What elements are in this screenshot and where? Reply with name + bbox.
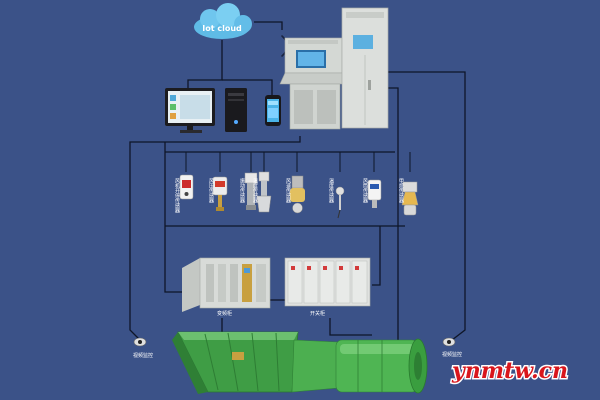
cloud-phone-line [222,79,273,95]
sensor-drop-lines [185,152,411,172]
sensor-label: 温度传感器 [328,177,334,204]
sensor-row [179,171,419,219]
switch-down-line [329,318,372,336]
switch-cabinet-icon[interactable]: 开关柜 [284,257,371,317]
desktop-computer-icon[interactable] [165,88,247,133]
camera-right[interactable]: 视频监控 [442,337,462,358]
camera-icon [442,337,456,347]
vibration-sensor-icon [244,172,258,210]
sensor-labels: 风机开停传感器 风压传感器 振动传感器 温度传感器 风速传感器 温度传感器 风筒传感器 甲烷传… [174,177,404,214]
smartphone-icon[interactable] [265,95,281,126]
cloud-label: Iot cloud [202,24,242,33]
sensor-label: 温度传感器 [252,177,258,204]
temperature-sensor-icon [256,171,272,213]
watermark-text: ynmtw.cn [451,358,568,384]
methane-sensor-icon [401,181,419,216]
sensor-label: 风速传感器 [285,178,291,204]
temperature-probe-icon [335,186,345,219]
duct-sensor-icon [367,179,382,208]
connection-lines [129,21,466,341]
control-console-icon[interactable] [279,7,389,130]
camera-right-label: 视频监控 [442,351,462,358]
console-bus-line [129,136,301,341]
switch-cabinet-label: 开关柜 [310,310,325,317]
wind-pressure-sensor-icon [212,176,228,211]
sensor-label: 风机开停传感器 [174,178,180,214]
cloud-icon[interactable]: Iot cloud [194,3,252,39]
sensor-label: 风筒传感器 [362,178,368,204]
server-right-line [385,87,399,340]
watermark: ynmtw.cn [450,357,570,386]
cabinet-right-line [388,71,466,341]
sensor-label: 振动传感器 [239,177,245,204]
sensor-label: 风压传感器 [208,178,214,204]
inverter-cabinet-icon[interactable]: 变频柜 [182,257,271,317]
camera-left[interactable]: 视频监控 [133,337,153,359]
inverter-cabinet-label: 变频柜 [217,310,232,317]
switch-cabinet-line [372,226,381,286]
wifi-link-line [254,21,283,30]
sensor-label: 甲烷传感器 [398,178,404,204]
wind-speed-sensor-icon [290,175,305,214]
cloud-link-line [187,40,223,88]
camera-left-label: 视频监控 [133,352,153,359]
fan-switch-sensor-icon [179,174,194,200]
camera-icon [133,337,147,347]
sensor-bus-left [164,142,182,293]
mine-fan-icon[interactable] [172,331,428,394]
